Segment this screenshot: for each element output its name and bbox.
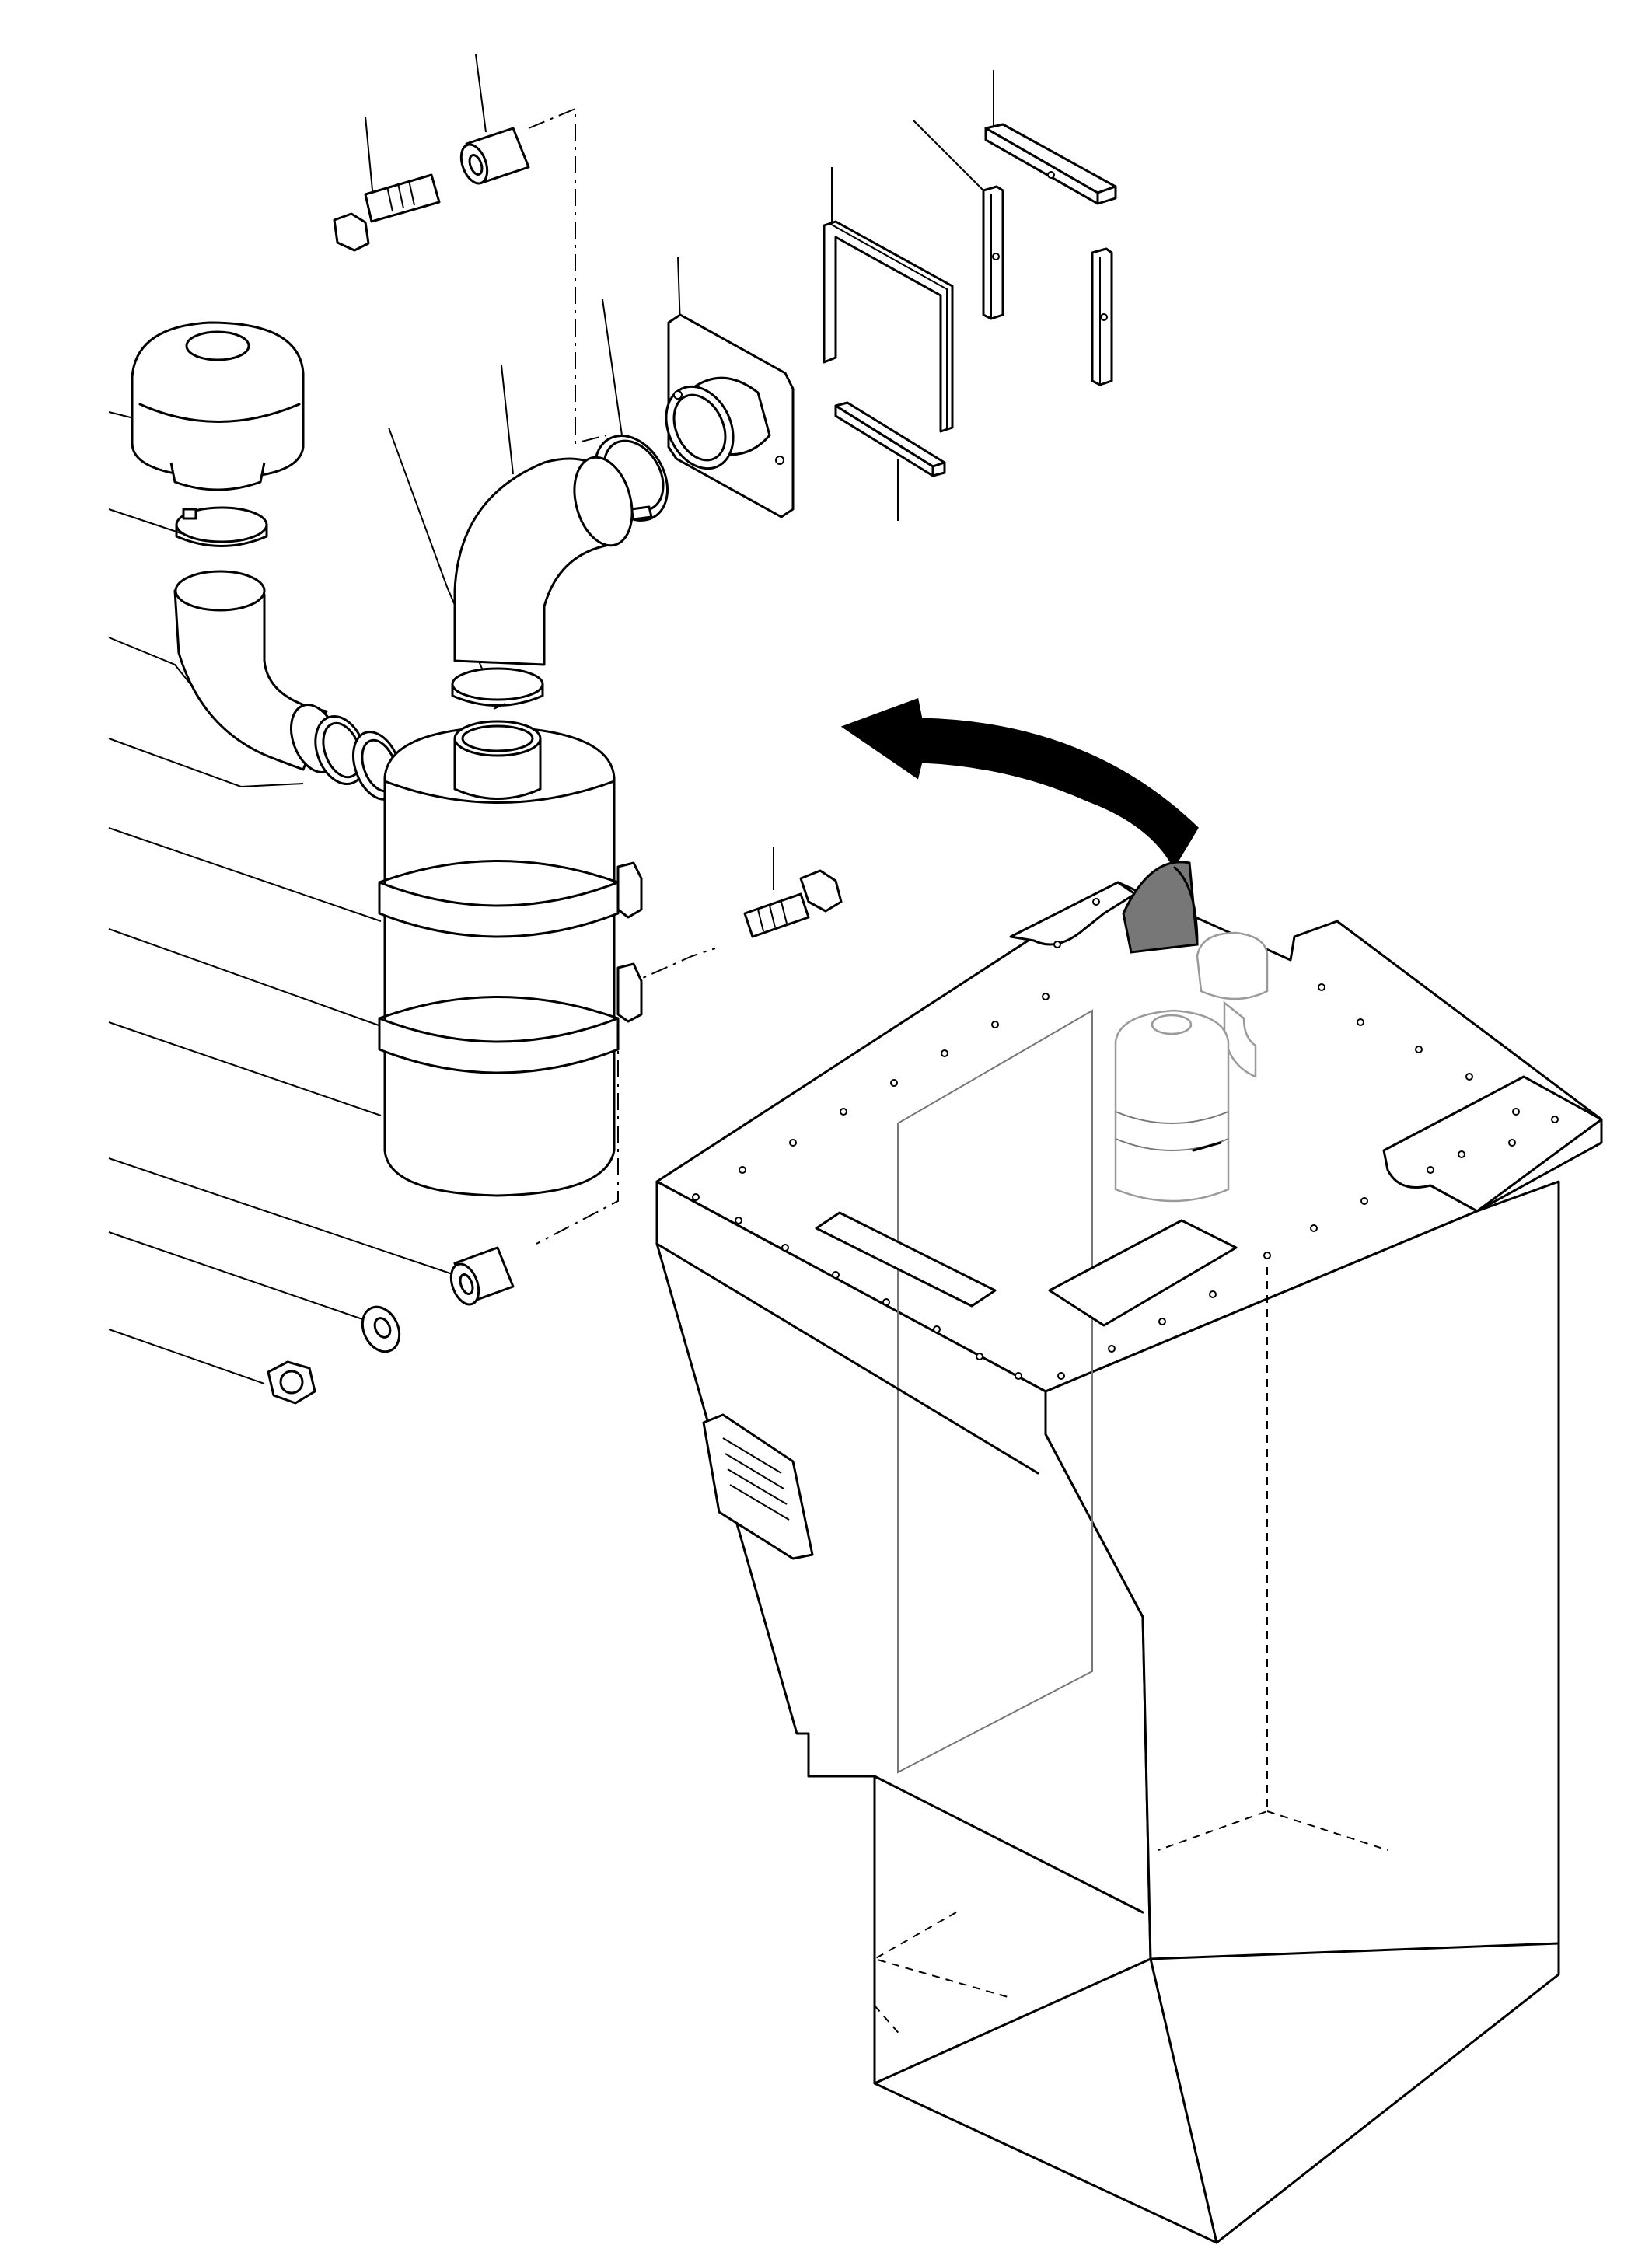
mounting-band-upper [378, 860, 643, 938]
assembly-centerlines [528, 107, 716, 1245]
mounting-flange [665, 313, 795, 518]
spacer-lower [449, 1246, 515, 1306]
precleaner-cap [131, 321, 305, 491]
bracket-bar-bottom [834, 401, 946, 477]
bracket-bar-top [984, 123, 1117, 205]
hose-clamp-top [451, 667, 544, 710]
washer [361, 1305, 401, 1353]
mounting-band-lower [378, 962, 643, 1074]
leader-lines-left [108, 411, 456, 1384]
elbow-hose-upper [453, 456, 634, 666]
ghost-air-filter [1114, 931, 1269, 1203]
rivets [692, 898, 1559, 1380]
engine-compartment-housing [655, 881, 1603, 2244]
spacer-upper [459, 127, 530, 185]
u-bracket [823, 220, 954, 433]
hose-clamp-precleaner [175, 506, 268, 547]
bracket-bar-vertical-left [982, 185, 1004, 320]
rotation-arrow [840, 697, 1199, 954]
bolt-upper [333, 173, 441, 252]
bolt-mounting [743, 869, 843, 938]
air-filter-housing [383, 720, 616, 1197]
bracket-bar-vertical-right [1091, 247, 1113, 386]
lock-nut [267, 1360, 316, 1405]
